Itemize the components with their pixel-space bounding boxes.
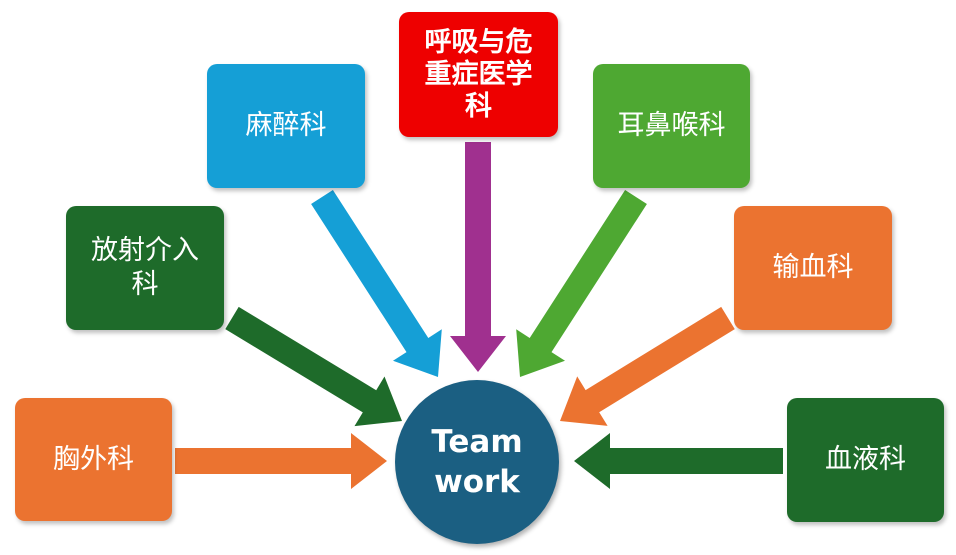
arrow-anesthesia bbox=[311, 190, 442, 377]
box-anesthesiology: 麻醉科 bbox=[207, 64, 365, 188]
box-hematology: 血液科 bbox=[787, 398, 944, 522]
label-thoracic: 胸外科 bbox=[53, 443, 134, 475]
label-critical-2: 重症医学 bbox=[424, 58, 533, 90]
arrow-ent bbox=[516, 190, 647, 377]
box-respiratory-critical-care: 呼吸与危 重症医学 科 bbox=[399, 12, 558, 137]
box-ent: 耳鼻喉科 bbox=[593, 64, 750, 188]
arrow-interventional bbox=[225, 306, 402, 427]
label-interventional-2: 科 bbox=[131, 269, 159, 300]
label-transfusion: 输血科 bbox=[772, 252, 854, 283]
label-ent: 耳鼻喉科 bbox=[617, 110, 726, 141]
label-interventional-1: 放射介入 bbox=[91, 235, 199, 266]
box-interventional-radiology: 放射介入 科 bbox=[66, 206, 224, 330]
box-blood-transfusion: 输血科 bbox=[734, 206, 892, 330]
label-anesthesia: 麻醉科 bbox=[245, 110, 327, 141]
arrow-hematology bbox=[574, 433, 783, 489]
team-work-hub: Team work bbox=[395, 380, 559, 544]
arrow-transfusion bbox=[560, 306, 735, 426]
hub-line-1: Team bbox=[431, 424, 523, 460]
hub-line-2: work bbox=[434, 464, 520, 500]
arrow-thoracic bbox=[175, 433, 387, 489]
arrow-critical bbox=[450, 142, 506, 372]
label-hematology: 血液科 bbox=[825, 444, 906, 475]
label-critical-3: 科 bbox=[465, 90, 492, 122]
label-critical-1: 呼吸与危 bbox=[424, 26, 533, 58]
box-thoracic-surgery: 胸外科 bbox=[15, 398, 172, 521]
